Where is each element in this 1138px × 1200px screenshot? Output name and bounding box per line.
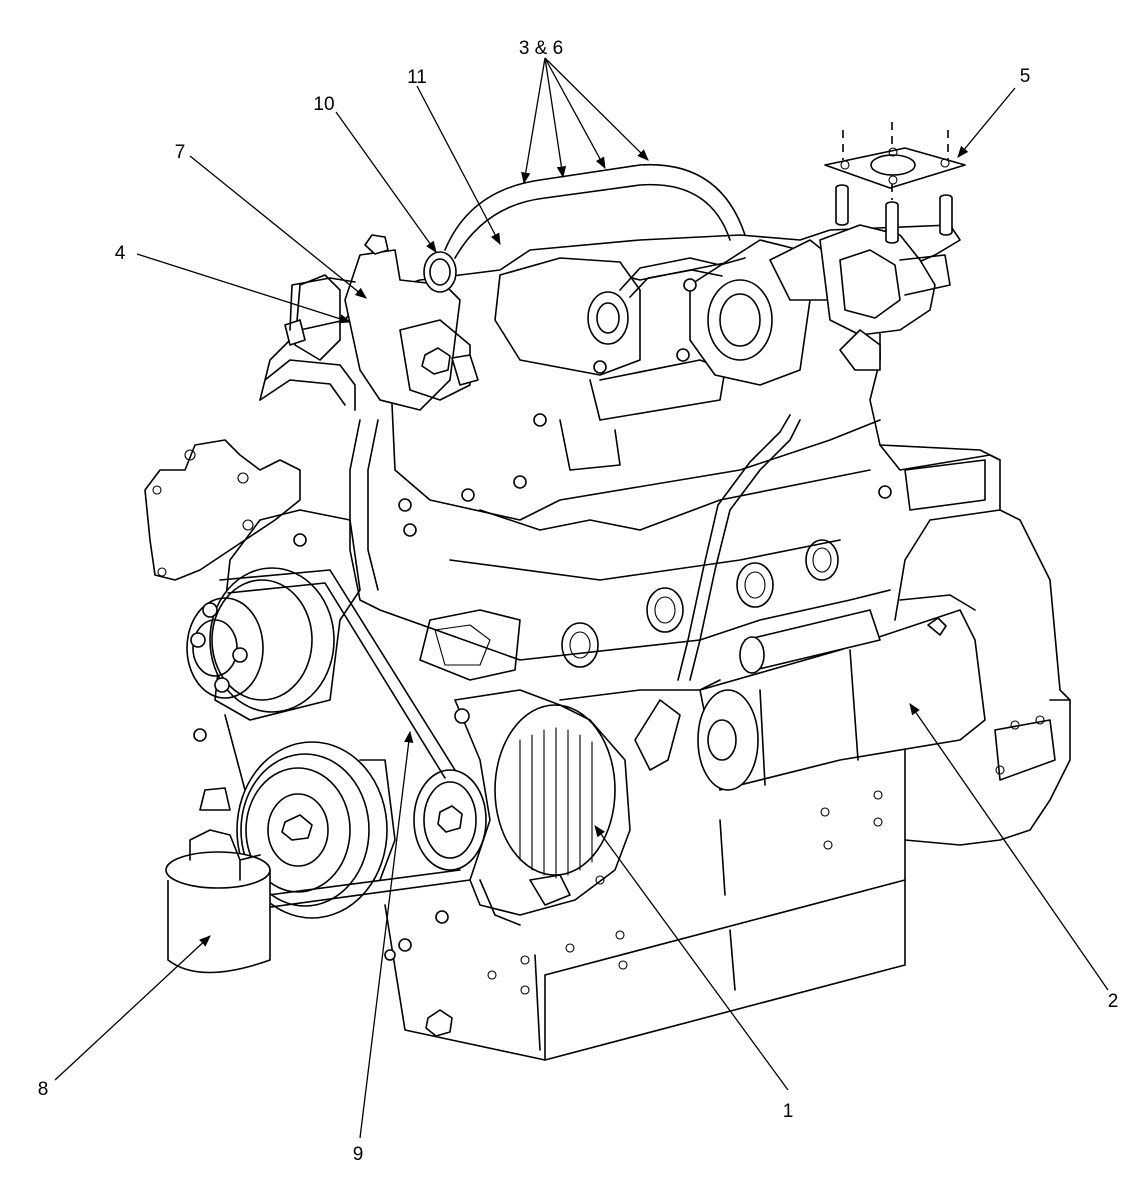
leader-10 (335, 111, 437, 253)
leader-9 (359, 730, 414, 1139)
starter-motor (697, 594, 986, 791)
leader-1 (594, 825, 789, 1091)
callout-5: 5 (1020, 66, 1031, 87)
freeze-plugs (561, 539, 839, 668)
fan-pulley (186, 567, 335, 713)
leader-3-6-a (521, 57, 546, 185)
leader-8 (54, 935, 211, 1081)
oil-filter (165, 787, 271, 974)
dipstick-tube (689, 419, 801, 681)
exhaust-flange (824, 122, 966, 244)
leader-7 (189, 155, 367, 299)
leader-3-6-b (544, 57, 567, 179)
callout-4: 4 (115, 243, 126, 264)
leader-3-6-c (544, 57, 606, 170)
callout-labels: 1 2 3 & 6 4 5 7 8 9 10 11 (38, 38, 1119, 1165)
callout-11: 11 (407, 67, 427, 88)
crank-pulley (236, 741, 396, 919)
leader-2 (909, 703, 1109, 991)
injection-pump (284, 234, 479, 411)
flywheel-housing (879, 444, 1071, 781)
callout-8: 8 (38, 1079, 49, 1100)
callout-3-6: 3 & 6 (519, 38, 563, 59)
intake-pipe (444, 163, 746, 259)
callout-9: 9 (353, 1144, 364, 1165)
leader-4 (136, 253, 352, 324)
leader-5 (957, 87, 1016, 158)
callout-10: 10 (313, 94, 334, 115)
engine-illustration (144, 122, 1071, 1061)
callout-1: 1 (783, 1101, 794, 1122)
bolts (193, 278, 892, 1037)
gear-cover (144, 439, 301, 581)
turbocharger (494, 224, 951, 386)
callout-2: 2 (1108, 991, 1119, 1012)
alternator-pulley (413, 769, 487, 871)
oil-pan (384, 719, 906, 1061)
alternator (454, 689, 631, 926)
leader-11 (416, 85, 501, 246)
intake-hose (259, 359, 381, 611)
callout-7: 7 (175, 142, 186, 163)
callout-leaders (54, 57, 1109, 1139)
leader-3-6-d (544, 57, 649, 161)
